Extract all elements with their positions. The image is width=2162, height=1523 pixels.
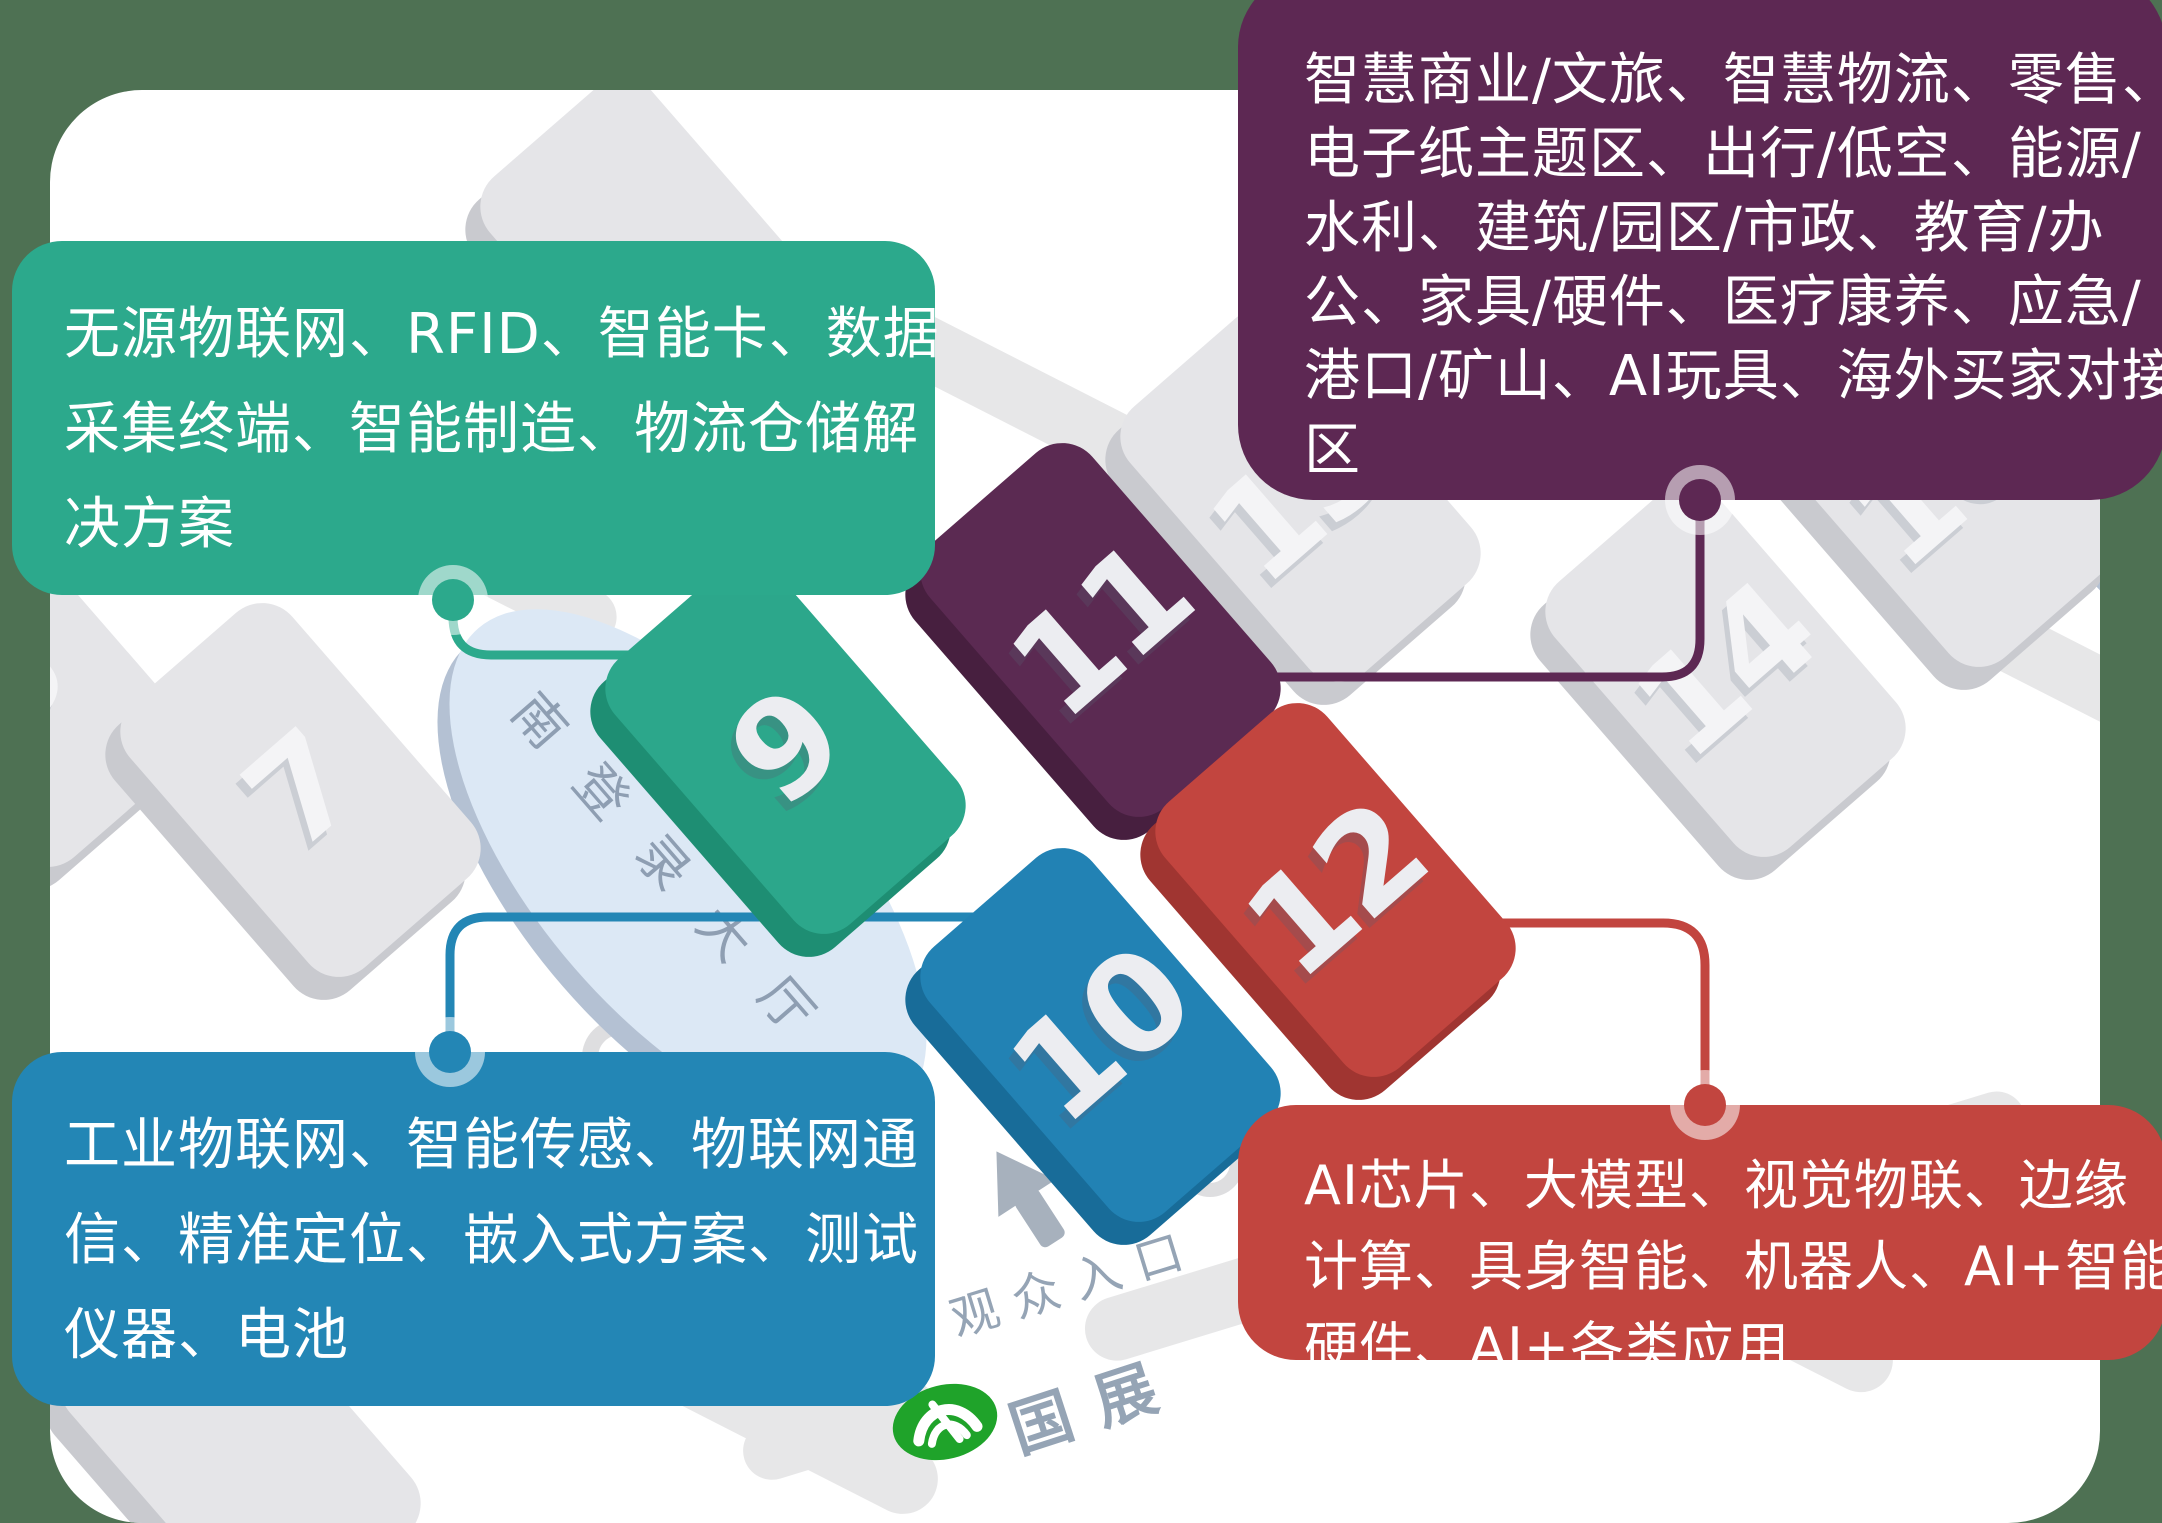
callout-text-line: 公、家具/硬件、医疗康养、应急/	[1304, 270, 2142, 335]
connector-dot-blue	[429, 1031, 471, 1073]
callout-text-line: 硬件、AI+各类应用	[1304, 1316, 1791, 1379]
callout-text-line: 电子纸主题区、出行/低空、能源/	[1304, 122, 2142, 187]
metro-logo-icon	[892, 1383, 998, 1461]
callout-text-line: 智慧商业/文旅、智慧物流、零售、	[1304, 48, 2162, 113]
callout-hall10-blue: 工业物联网、智能传感、物联网通 信、精准定位、嵌入式方案、测试 仪器、电池	[12, 1052, 935, 1406]
callout-text-line: 工业物联网、智能传感、物联网通	[64, 1113, 919, 1178]
callout-text-line: 决方案	[64, 492, 235, 557]
callout-text-line: 港口/矿山、AI玩具、海外买家对接	[1304, 344, 2162, 409]
connector-dot-purple	[1679, 479, 1721, 521]
callout-text-line: 区	[1304, 418, 1361, 483]
entrance-arrow-icon	[996, 1151, 1065, 1248]
callout-text-line: 仪器、电池	[64, 1303, 349, 1368]
callout-text-line: AI芯片、大模型、视觉物联、边缘	[1304, 1154, 2129, 1217]
callout-hall12-red: AI芯片、大模型、视觉物联、边缘 计算、具身智能、机器人、AI+智能 硬件、AI…	[1238, 1105, 2162, 1379]
callout-text-line: 采集终端、智能制造、物流仓储解	[64, 397, 919, 462]
hall-9-number: 9	[700, 658, 871, 836]
callout-text-line: 水利、建筑/园区/市政、教育/办	[1304, 196, 2105, 261]
connector-dot-green	[432, 579, 474, 621]
callout-text-line: 无源物联网、RFID、智能卡、数据	[64, 302, 940, 367]
callout-hall11-purple: 智慧商业/文旅、智慧物流、零售、 电子纸主题区、出行/低空、能源/ 水利、建筑/…	[1238, 0, 2162, 500]
callout-text-line: 信、精准定位、嵌入式方案、测试	[64, 1208, 919, 1273]
connector-dot-red	[1684, 1084, 1726, 1126]
callout-hall9-green: 无源物联网、RFID、智能卡、数据 采集终端、智能制造、物流仓储解 决方案	[12, 241, 940, 595]
callout-text-line: 计算、具身智能、机器人、AI+智能	[1304, 1235, 2162, 1298]
